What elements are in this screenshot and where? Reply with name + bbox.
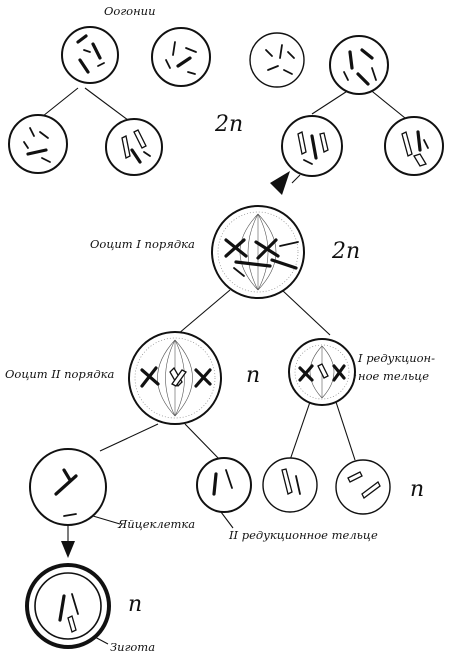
label-zygote: Зигота bbox=[110, 640, 155, 654]
label-egg: Яйцеклетка bbox=[117, 517, 195, 531]
arrow-to-zygote bbox=[61, 541, 75, 558]
oogonium-cell-8 bbox=[384, 116, 444, 176]
oocyte-2-cell bbox=[128, 331, 222, 425]
polar-body-1-cell bbox=[288, 338, 356, 406]
label-polar-body-2: II редукционное тельце bbox=[228, 528, 378, 542]
zygote-cell bbox=[25, 563, 111, 649]
polar-body-2-cell bbox=[196, 457, 252, 513]
ploidy-zygote: n bbox=[128, 592, 142, 617]
oogonium-cell-7 bbox=[281, 115, 343, 177]
oogonium-cell-4 bbox=[329, 35, 389, 95]
oogonium-cell-6 bbox=[105, 118, 163, 176]
oocyte-1-cell bbox=[211, 205, 305, 299]
polar-body-4-cell bbox=[335, 459, 391, 515]
arrow-to-oocyte1 bbox=[270, 171, 290, 195]
ploidy-oocyte-1: 2n bbox=[331, 239, 360, 264]
label-oogonia: Оогонии bbox=[104, 4, 155, 18]
label-oocyte-1: Ооцит I порядка bbox=[90, 237, 195, 251]
ploidy-oocyte-2: n bbox=[246, 363, 260, 388]
label-polar-body-1-line2: ное тельце bbox=[358, 369, 429, 383]
oogonium-cell-2 bbox=[151, 27, 211, 87]
oogonium-cell-3 bbox=[249, 32, 305, 88]
ploidy-oogonia: 2n bbox=[214, 112, 243, 137]
oogonium-cell-1 bbox=[61, 26, 119, 84]
polar-body-3-cell bbox=[262, 457, 318, 513]
oogonium-cell-5 bbox=[8, 114, 68, 174]
ploidy-polar-bodies: n bbox=[410, 477, 424, 502]
label-oocyte-2: Ооцит II порядка bbox=[5, 367, 115, 381]
label-polar-body-1-line1: I редукцион- bbox=[357, 351, 435, 365]
egg-cell bbox=[29, 448, 107, 526]
